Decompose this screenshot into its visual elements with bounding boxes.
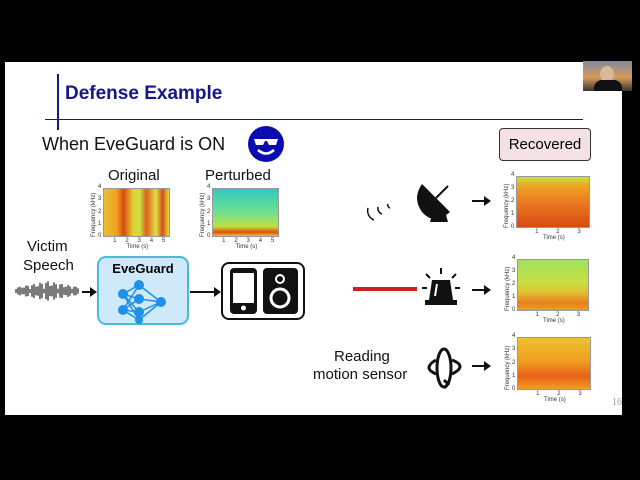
presenter-avatar — [600, 66, 614, 82]
y-tick-label: 4 — [207, 184, 211, 190]
x-tick-label: 1 — [535, 312, 539, 318]
x-tick-label: 5 — [270, 238, 275, 244]
arrow — [190, 287, 221, 297]
x-tick-label: 2 — [557, 391, 561, 397]
phone-icon — [230, 268, 257, 314]
y-tick-label: 2 — [98, 208, 102, 215]
slide-title: Defense Example — [65, 83, 223, 104]
y-tick-label: 3 — [512, 346, 516, 353]
x-tick-label: 2 — [556, 312, 560, 318]
speech-label: Speech — [23, 257, 74, 274]
y-tick-label: 3 — [511, 185, 515, 191]
perturbed-spectrogram — [212, 188, 279, 237]
y-tick-label: 4 — [512, 333, 516, 339]
x-tick-label: 5 — [161, 238, 166, 244]
x-tick-label: 2 — [234, 238, 238, 244]
y-tick-label: 1 — [98, 220, 102, 227]
x-tick-label: 3 — [578, 391, 582, 397]
cool-smiley-icon — [248, 126, 284, 162]
y-tick-label: 1 — [207, 220, 211, 227]
y-tick-label: 4 — [98, 184, 102, 190]
original-spectrogram — [103, 188, 170, 237]
devices-box — [221, 262, 305, 320]
x-tick-label: 1 — [113, 238, 117, 244]
y-tick-label: 2 — [512, 359, 516, 366]
y-axis-label: Frequency (kHz) — [504, 183, 510, 228]
y-axis-label: Frequency (kHz) — [200, 192, 206, 237]
x-tick-label: 3 — [246, 238, 250, 244]
arrow — [82, 287, 97, 297]
alarm-light-icon — [422, 268, 460, 305]
y-tick-label: 1 — [511, 211, 515, 217]
eveguard-label: EveGuard — [112, 261, 174, 276]
x-tick-label: 4 — [149, 238, 154, 244]
x-axis-label: Time (s) — [544, 397, 566, 403]
x-tick-label: 1 — [535, 229, 539, 235]
arrow — [472, 361, 491, 371]
x-tick-label: 3 — [577, 229, 581, 235]
x-axis-label: Time (s) — [235, 244, 258, 250]
x-tick-label: 4 — [258, 238, 263, 244]
y-tick-label: 0 — [98, 233, 102, 239]
y-tick-label: 4 — [511, 172, 515, 178]
neural-network-icon — [118, 280, 166, 324]
arrow — [472, 285, 491, 295]
x-tick-label: 2 — [125, 238, 129, 244]
rotation-icon — [427, 347, 462, 390]
x-tick-label: 1 — [536, 391, 540, 397]
satellite-dish-icon — [366, 184, 450, 222]
original-label: Original — [108, 167, 160, 184]
y-tick-label: 0 — [207, 233, 211, 239]
y-tick-label: 0 — [512, 307, 516, 313]
motion-sensor-label: motion sensor — [313, 366, 408, 383]
x-tick-label: 3 — [576, 312, 581, 318]
recovered-spectrogram-light — [517, 259, 589, 311]
recovered-spectrogram-acoustic — [516, 176, 590, 228]
x-axis-label: Time (s) — [126, 244, 149, 250]
victim-label: Victim — [27, 238, 68, 255]
y-tick-label: 3 — [207, 196, 211, 203]
page-number: 16 — [612, 397, 622, 408]
y-tick-label: 0 — [512, 386, 516, 392]
x-axis-label: Time (s) — [543, 235, 565, 241]
waveform-icon — [15, 281, 79, 301]
speaker-icon — [263, 268, 298, 314]
y-tick-label: 2 — [207, 208, 211, 215]
y-tick-label: 1 — [512, 294, 516, 300]
title-horizontal-rule — [45, 119, 583, 120]
y-tick-label: 2 — [512, 281, 516, 287]
perturbed-label: Perturbed — [205, 167, 271, 184]
y-tick-label: 0 — [511, 224, 515, 230]
arrow — [472, 196, 491, 206]
y-axis-label: Frequency (kHz) — [505, 345, 511, 390]
x-tick-label: 3 — [137, 238, 141, 244]
y-tick-label: 1 — [512, 372, 516, 379]
title-vertical-rule — [57, 74, 59, 130]
y-tick-label: 4 — [512, 255, 516, 261]
y-axis-label: Frequency (kHz) — [505, 266, 511, 311]
y-axis-label: Frequency (kHz) — [91, 192, 97, 237]
x-tick-label: 1 — [222, 238, 226, 244]
red-signal-line — [353, 287, 417, 291]
recovered-label: Recovered — [499, 128, 591, 161]
recovered-spectrogram-motion — [517, 337, 591, 390]
y-tick-label: 2 — [511, 198, 515, 204]
webcam-thumbnail — [583, 61, 632, 91]
x-axis-label: Time (s) — [543, 318, 565, 324]
eveguard-box: EveGuard — [97, 256, 189, 325]
reading-label: Reading — [334, 348, 390, 365]
x-tick-label: 2 — [556, 229, 560, 235]
y-tick-label: 3 — [98, 196, 102, 203]
slide-subtitle: When EveGuard is ON — [42, 134, 226, 154]
y-tick-label: 3 — [512, 268, 516, 274]
